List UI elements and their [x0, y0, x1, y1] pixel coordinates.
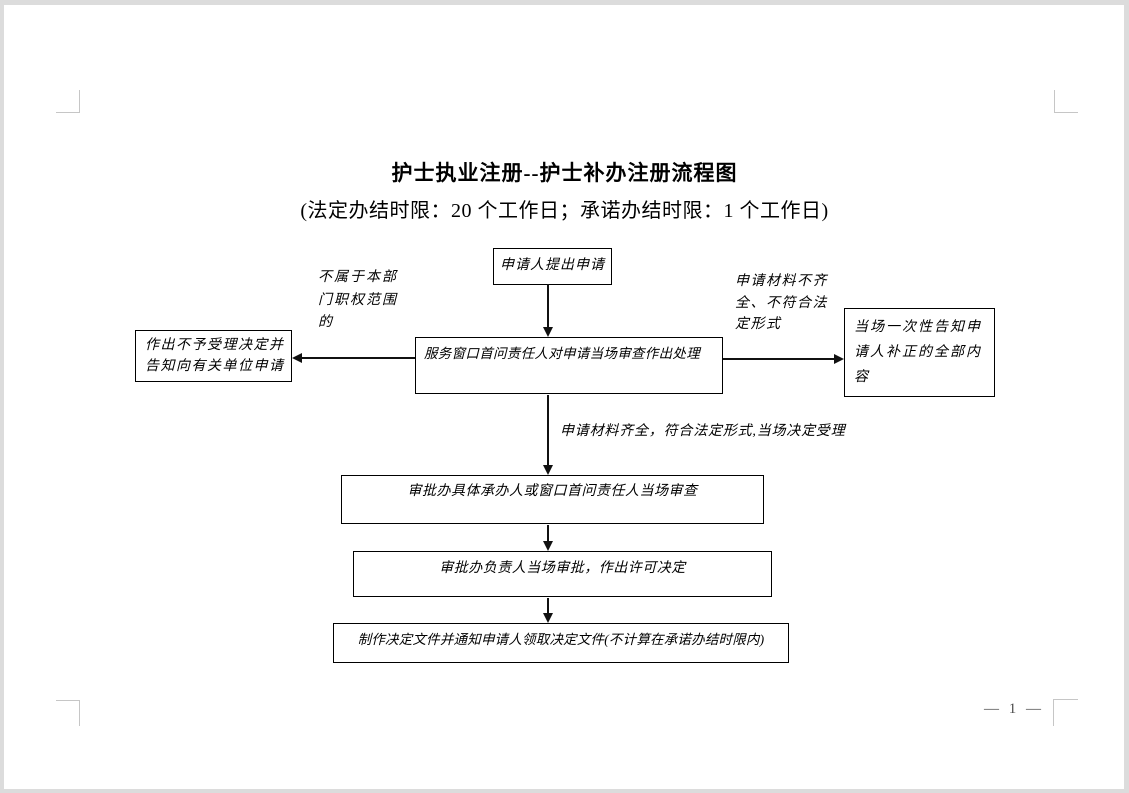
- flow-node-apply: 申请人提出申请: [493, 248, 612, 285]
- arrow-left-icon: [292, 353, 302, 363]
- document-page: [4, 5, 1124, 789]
- arrow-down-icon: [543, 613, 553, 623]
- arrow-approval-to-document-shaft: [547, 598, 549, 614]
- margin-mark-bottom-left: [56, 700, 80, 726]
- document-title: 护士执业注册--护士补办注册流程图: [391, 161, 738, 185]
- arrow-apply-to-window-shaft: [547, 284, 549, 328]
- edge-label-materials-incomplete: 申请材料不齐全、不符合法定形式: [735, 274, 828, 332]
- arrow-down-icon: [543, 465, 553, 475]
- arrow-down-icon: [543, 541, 553, 551]
- arrow-down-icon: [543, 327, 553, 337]
- arrow-window-to-review-shaft: [547, 395, 549, 466]
- edge-label-not-in-scope: 不属于本部门职权范围的: [318, 270, 398, 330]
- margin-mark-top-left: [56, 90, 80, 113]
- flow-node-onsite-review: 审批办具体承办人或窗口首问责任人当场审查: [341, 475, 764, 524]
- page-number: — 1 —: [984, 701, 1044, 717]
- arrow-right-icon: [834, 354, 844, 364]
- margin-mark-top-right: [1054, 90, 1078, 113]
- arrow-window-to-reject-shaft: [302, 357, 415, 359]
- margin-mark-bottom-right: [1053, 699, 1078, 726]
- flow-node-issue-document: 制作决定文件并通知申请人领取决定文件(不计算在承诺办结时限内): [333, 623, 789, 663]
- flow-node-correction-notice: 当场一次性告知申请人补正的全部内容: [844, 308, 995, 397]
- flow-node-window-review: 服务窗口首问责任人对申请当场审查作出处理: [415, 337, 723, 394]
- flow-node-reject-notice: 作出不予受理决定并告知向有关单位申请: [135, 330, 292, 382]
- document-subtitle: (法定办结时限：20 个工作日；承诺办结时限：1 个工作日): [300, 200, 829, 222]
- flow-node-approval-decision: 审批办负责人当场审批，作出许可决定: [353, 551, 772, 597]
- arrow-review-to-approval-shaft: [547, 525, 549, 542]
- arrow-window-to-correction-shaft: [723, 358, 834, 360]
- edge-label-materials-complete: 申请材料齐全，符合法定形式,当场决定受理: [560, 424, 846, 439]
